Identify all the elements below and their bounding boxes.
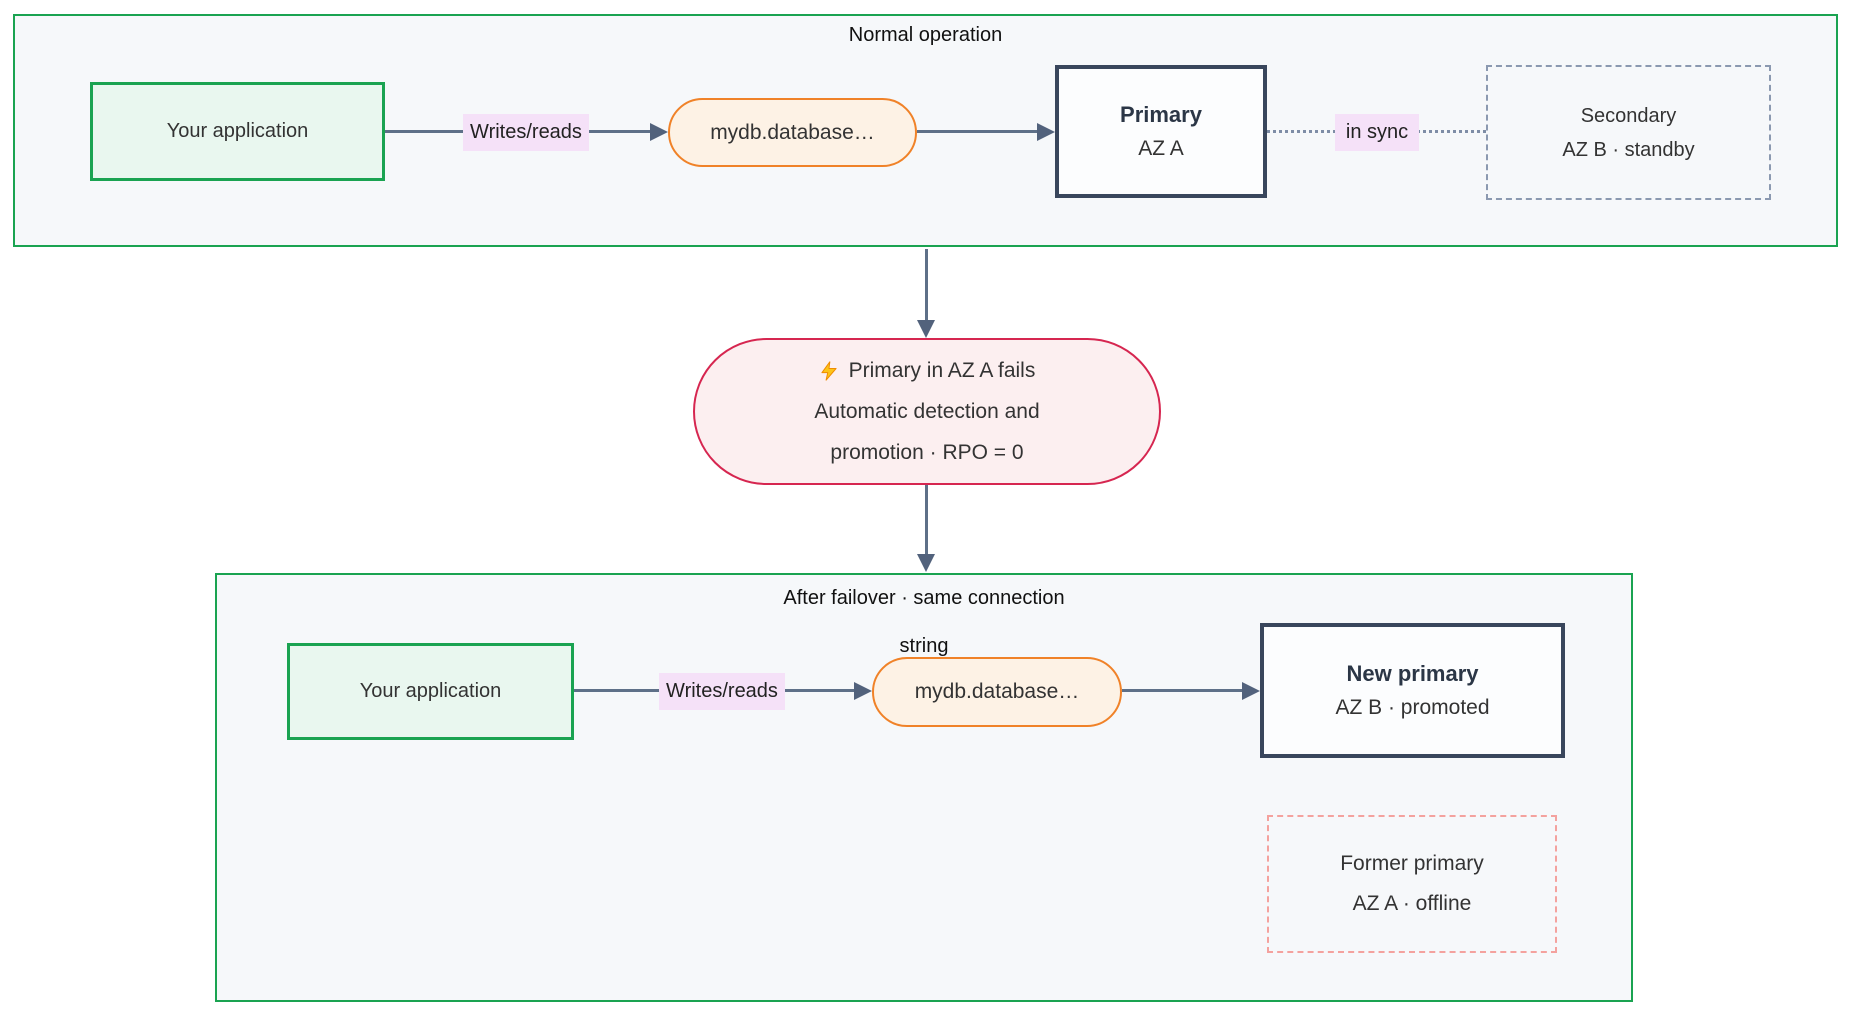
in-sync-edge-label: in sync xyxy=(1335,114,1419,151)
arrowhead-event xyxy=(917,320,935,338)
writes-reads-text: Writes/reads xyxy=(470,121,582,143)
edge-dns-to-primary xyxy=(917,130,1039,133)
secondary-node: Secondary AZ B · standby xyxy=(1486,65,1771,200)
failover-event-line1: Primary in AZ A fails xyxy=(819,350,1036,391)
secondary-subtitle: AZ B · standby xyxy=(1562,138,1695,161)
arrowhead-failover-section xyxy=(917,554,935,572)
normal-operation-title: Normal operation xyxy=(848,24,1003,46)
edge-normal-to-event xyxy=(925,249,928,321)
writes-reads-text-bottom: Writes/reads xyxy=(666,680,778,702)
primary-title: Primary xyxy=(1120,101,1202,127)
failover-event-line3: promotion · RPO = 0 xyxy=(830,441,1024,464)
new-primary-node: New primary AZ B · promoted xyxy=(1260,623,1565,758)
failover-event-line2: Automatic detection and xyxy=(814,400,1040,423)
arrowhead-new-primary xyxy=(1242,682,1260,700)
new-primary-subtitle: AZ B · promoted xyxy=(1335,695,1490,719)
primary-node: Primary AZ A xyxy=(1055,65,1267,198)
arrowhead-dns-bottom xyxy=(854,682,872,700)
former-primary-subtitle: AZ A · offline xyxy=(1352,892,1472,915)
former-primary-node: Former primary AZ A · offline xyxy=(1267,815,1557,953)
secondary-title: Secondary xyxy=(1580,104,1677,127)
your-application-node-bottom: Your application xyxy=(287,643,574,740)
your-application-label-bottom: Your application xyxy=(359,680,502,702)
writes-reads-edge-label-bottom: Writes/reads xyxy=(659,673,785,710)
lightning-icon xyxy=(821,360,837,381)
new-primary-title: New primary xyxy=(1346,660,1479,686)
dns-endpoint-node-top: mydb.database… xyxy=(668,98,917,167)
dns-endpoint-node-bottom: mydb.database… xyxy=(872,657,1122,727)
former-primary-title: Former primary xyxy=(1340,852,1484,875)
after-failover-title-line1: After failover · same connection xyxy=(783,587,1065,609)
arrowhead-dns-top xyxy=(650,123,668,141)
in-sync-text: in sync xyxy=(1345,121,1409,143)
primary-subtitle: AZ A xyxy=(1138,136,1184,160)
your-application-node-top: Your application xyxy=(90,82,385,181)
edge-event-to-failover xyxy=(925,485,928,555)
arrowhead-primary xyxy=(1037,123,1055,141)
after-failover-title-line2: string xyxy=(899,635,949,657)
dns-endpoint-label: mydb.database… xyxy=(710,120,875,144)
edge-dns-to-new-primary xyxy=(1122,689,1244,692)
your-application-label: Your application xyxy=(166,120,309,142)
writes-reads-edge-label-top: Writes/reads xyxy=(463,114,589,151)
failover-event-line1-text: Primary in AZ A fails xyxy=(848,359,1036,382)
failover-event-node: Primary in AZ A fails Automatic detectio… xyxy=(693,338,1161,485)
dns-endpoint-label-bottom: mydb.database… xyxy=(914,680,1080,703)
